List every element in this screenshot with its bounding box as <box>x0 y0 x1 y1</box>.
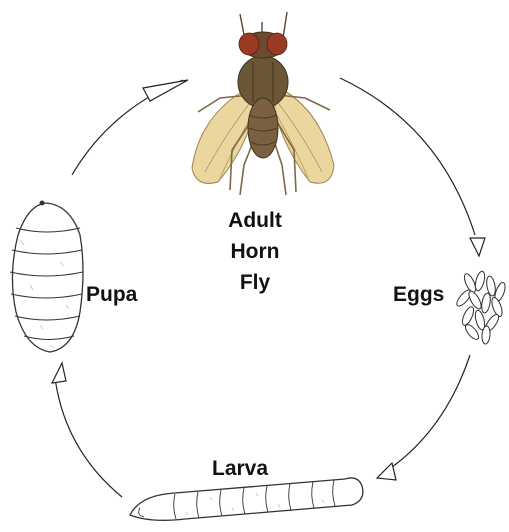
adult-label-line-2: Horn <box>200 236 310 267</box>
arrowhead-to-larva-icon <box>377 463 396 480</box>
pupa-illustration-icon <box>10 201 83 352</box>
arc-larva-to-pupa <box>55 378 122 497</box>
arc-adult-to-eggs <box>340 78 475 235</box>
pupa-label: Pupa <box>86 284 137 305</box>
arc-eggs-to-larva <box>388 355 470 470</box>
adult-label-line-3: Fly <box>200 267 310 298</box>
adult-label-line-1: Adult <box>200 205 310 236</box>
larva-label: Larva <box>212 458 268 479</box>
arrowhead-to-eggs-icon <box>470 238 485 256</box>
eggs-cluster-illustration-icon <box>455 270 508 344</box>
eggs-label: Eggs <box>393 284 444 305</box>
adult-horn-fly-label: Adult Horn Fly <box>200 205 310 298</box>
horn-fly-illustration-icon <box>192 12 334 195</box>
larva-illustration-icon <box>130 478 363 520</box>
arrowhead-to-pupa-icon <box>52 363 66 383</box>
arc-pupa-to-adult <box>72 80 183 175</box>
arrowhead-to-adult-icon <box>143 80 188 101</box>
